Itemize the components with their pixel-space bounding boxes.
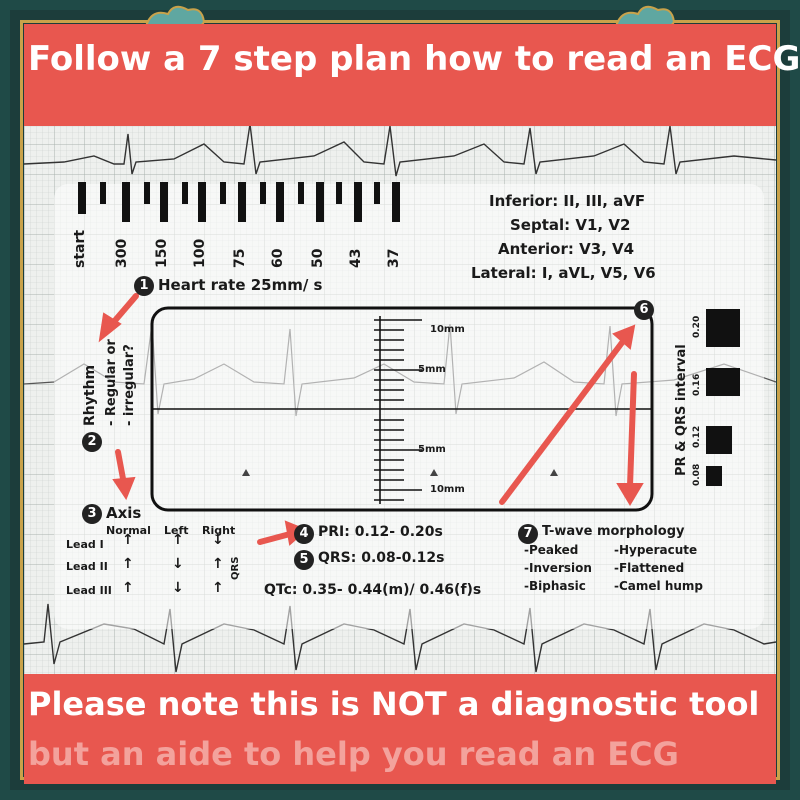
step4-pri: PRI: 0.12- 0.20s	[318, 524, 443, 540]
step-number-badge: 5	[294, 550, 314, 570]
rate-label: start	[72, 229, 88, 268]
rate-label: 60	[270, 248, 286, 268]
qtc-range: QTc: 0.35- 0.44(m)/ 0.46(f)s	[264, 582, 482, 598]
twave-item: -Hyperacute	[614, 543, 698, 557]
rate-label: 100	[192, 238, 208, 268]
twave-item: -Peaked	[524, 543, 579, 557]
interval-tick: 0.12	[692, 425, 702, 448]
twave-item: -Biphasic	[524, 579, 586, 593]
axis-header: Left	[164, 524, 189, 537]
red-arrows	[98, 293, 644, 546]
step-number-badge: 2	[82, 432, 102, 452]
top-banner: Follow a 7 step plan how to read an ECG	[24, 24, 800, 126]
bottom-banner-line2: but an aide to help you read an ECG	[28, 735, 679, 773]
rate-label: 300	[114, 238, 130, 268]
axis-qrs-label: QRS	[230, 556, 241, 580]
step2-sub: - Regular or	[104, 339, 119, 426]
step2-rhythm: Rhythm	[82, 364, 98, 426]
interval-title: PR & QRS interval	[674, 344, 689, 476]
ecg-ruler-card	[54, 184, 764, 629]
bottom-banner: Please note this is NOT a diagnostic too…	[24, 674, 776, 784]
interval-tick: 0.16	[692, 373, 702, 396]
axis-header: Normal	[106, 524, 151, 537]
step2-sub: - irregular?	[122, 344, 137, 426]
axis-arrow: ↓	[212, 532, 224, 548]
twave-item: -Camel hump	[614, 579, 703, 593]
step-number-badge: 4	[294, 524, 314, 544]
twave-item: -Flattened	[614, 561, 685, 575]
mm-label: 10mm	[430, 324, 465, 335]
marker-triangles	[242, 469, 558, 476]
interval-tick: 0.20	[692, 315, 702, 338]
step3-axis: Axis	[106, 504, 142, 522]
axis-arrow: ↑	[122, 580, 134, 596]
rate-label: 150	[154, 238, 170, 268]
step7-twave: T-wave morphology	[542, 524, 685, 539]
step1-heart-rate: Heart rate 25mm/ s	[158, 276, 323, 294]
ecg-trace-top	[23, 123, 777, 177]
leads-anterior: Anterior: V3, V4	[498, 240, 635, 258]
ruler-overlay	[78, 182, 740, 546]
rate-label: 75	[232, 248, 248, 268]
mm-label: 10mm	[430, 484, 465, 495]
mm-label: 5mm	[418, 364, 446, 375]
rate-scale-bars	[78, 182, 400, 222]
ecg-ruler-photo: Follow a 7 step plan how to read an ECG	[23, 24, 800, 784]
rate-label: 50	[310, 248, 326, 268]
top-banner-text: Follow a 7 step plan how to read an ECG	[28, 39, 800, 79]
mm-label: 5mm	[418, 444, 446, 455]
mm-ruler	[374, 316, 422, 504]
leads-septal: Septal: V1, V2	[510, 216, 631, 234]
step-number-badge: 6	[634, 300, 654, 320]
axis-arrow: ↓	[172, 556, 184, 572]
axis-row-label: Lead II	[66, 560, 108, 573]
step5-qrs: QRS: 0.08-0.12s	[318, 550, 445, 566]
axis-arrow: ↓	[172, 580, 184, 596]
axis-row-label: Lead I	[66, 538, 104, 551]
axis-arrow: ↑	[122, 532, 134, 548]
axis-arrow: ↑	[212, 580, 224, 596]
step-number-badge: 7	[518, 524, 538, 544]
bottom-banner-line1: Please note this is NOT a diagnostic too…	[28, 685, 760, 723]
twave-item: -Inversion	[524, 561, 592, 575]
step-number-badge: 3	[82, 504, 102, 524]
leads-inferior: Inferior: II, III, aVF	[489, 192, 646, 210]
interval-tick: 0.08	[692, 463, 702, 486]
interval-blocks	[706, 309, 740, 486]
axis-arrow: ↑	[212, 556, 224, 572]
axis-arrow: ↑	[122, 556, 134, 572]
rate-label: 37	[386, 248, 402, 268]
axis-header: Right	[202, 524, 236, 537]
axis-row-label: Lead III	[66, 584, 112, 597]
axis-arrow: ↑	[172, 532, 184, 548]
leads-lateral: Lateral: I, aVL, V5, V6	[471, 264, 656, 282]
rate-label: 43	[348, 248, 364, 268]
step-number-badge: 1	[134, 276, 154, 296]
